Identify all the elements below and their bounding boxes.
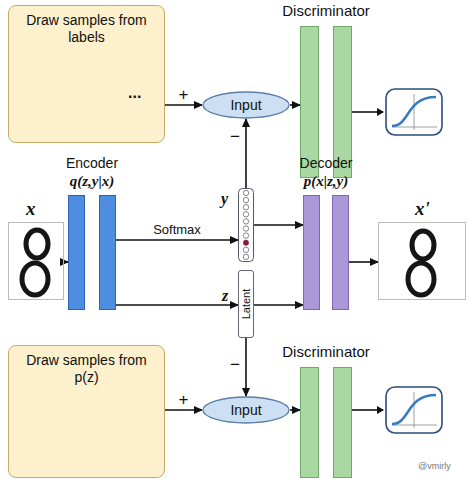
softmax-vector: y <box>238 188 254 262</box>
layer-bar <box>303 195 320 310</box>
node-label: Draw samples from labels <box>15 12 158 46</box>
edge-label: − <box>229 128 241 145</box>
node-sublabel: p(x|z,y) <box>304 173 349 190</box>
layer-bar <box>99 195 116 310</box>
node-label: Draw samples from p(z) <box>15 352 158 386</box>
connector-arrow <box>254 304 303 306</box>
discriminator-block: Discriminator <box>300 367 352 478</box>
watermark: @vmirly <box>418 461 451 471</box>
node-label: Discriminator <box>282 2 370 19</box>
connector-arrow <box>165 104 202 106</box>
encoder-block: Encoderq(z,y|x) <box>68 195 116 310</box>
edge-label: Softmax <box>152 223 202 236</box>
node-sublabel: q(z,y|x) <box>70 173 115 190</box>
node-label: Input <box>202 97 290 113</box>
vector-outline <box>238 188 254 262</box>
node-label: y <box>221 190 228 208</box>
ellipsis-mark: ... <box>128 84 141 102</box>
output-image: x' <box>378 222 466 300</box>
node-label: Decoder <box>300 155 353 171</box>
node-label: Encoder <box>66 155 118 171</box>
connector-arrow <box>116 304 238 306</box>
connector-arrow <box>116 239 238 241</box>
connector-arrow <box>245 338 247 396</box>
layer-bar <box>332 195 349 310</box>
edge-label: + <box>178 391 190 408</box>
node-label: Discriminator <box>282 343 370 360</box>
sample-panel: Draw samples from labels <box>8 5 165 143</box>
connector-arrow <box>165 409 202 411</box>
latent-code: Latentz <box>238 270 254 338</box>
input-image: x <box>8 222 64 300</box>
layer-bar <box>300 367 319 478</box>
connector-arrow <box>245 119 247 188</box>
connector-arrow <box>290 409 300 411</box>
layer-bar <box>68 195 85 310</box>
edge-label: + <box>178 86 190 103</box>
edge-label: − <box>229 356 241 373</box>
sample-panel: Draw samples from p(z) <box>8 345 165 478</box>
connector-arrow <box>349 261 378 263</box>
decoder-block: Decoderp(x|z,y) <box>303 195 349 310</box>
connector-arrow <box>290 104 300 106</box>
sigmoid-output <box>352 89 442 433</box>
input-node: Input <box>202 91 290 119</box>
node-label: x <box>26 198 36 220</box>
node-label: x' <box>415 198 430 220</box>
connector-arrow <box>254 224 303 226</box>
node-label: Input <box>202 402 290 418</box>
layer-bar <box>333 367 352 478</box>
input-node: Input <box>202 396 290 424</box>
node-sublabel: z <box>222 287 228 305</box>
node-label: Latent <box>240 289 252 320</box>
